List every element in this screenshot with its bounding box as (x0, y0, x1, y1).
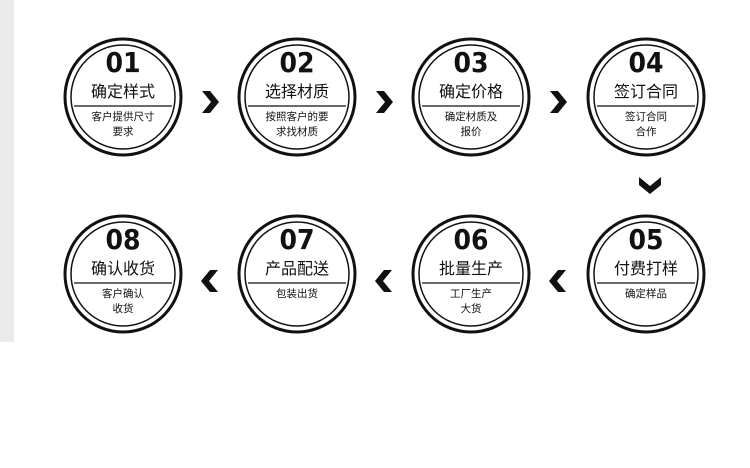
step-title: 确定价格 (438, 82, 503, 101)
step-description-line: 工厂生产 (450, 288, 492, 300)
step-description: 包装出货 (256, 287, 338, 302)
step-description: 确定样品 (605, 287, 687, 302)
step-title: 确认收货 (90, 259, 155, 278)
step-number: 06 (453, 223, 489, 256)
step-circle (586, 37, 706, 157)
step-description-line: 客户确认 (102, 288, 144, 300)
step-circle (586, 214, 706, 334)
side-strip (0, 0, 14, 342)
step-title: 产品配送 (264, 259, 329, 278)
step-description-line: 按照客户的要 (265, 111, 329, 123)
right-chevron-icon (199, 89, 221, 119)
step-number: 04 (628, 46, 664, 79)
step-number: 05 (628, 223, 664, 256)
step-03: 03 确定价格确定材质及报价 (410, 36, 532, 158)
step-number: 02 (279, 46, 315, 79)
left-chevron-icon (199, 268, 221, 298)
step-05: 05 付费打样确定样品 (585, 213, 707, 335)
step-description-line: 收货 (112, 303, 134, 315)
step-description: 客户确认收货 (82, 287, 164, 317)
step-description-line: 报价 (460, 126, 482, 138)
step-number: 08 (105, 223, 141, 256)
step-description: 按照客户的要求找材质 (256, 110, 338, 140)
right-chevron-icon (547, 89, 569, 119)
step-description-line: 客户提供尺寸 (91, 111, 155, 123)
down-chevron-icon (637, 174, 663, 200)
step-circle (63, 214, 183, 334)
step-08: 08 确认收货客户确认收货 (62, 213, 184, 335)
step-02: 02 选择材质按照客户的要求找材质 (236, 36, 358, 158)
step-06: 06 批量生产工厂生产大货 (410, 213, 532, 335)
step-circle (237, 214, 357, 334)
step-circle (411, 37, 531, 157)
step-circle (63, 37, 183, 157)
step-description-line: 要求 (112, 126, 134, 138)
step-number: 07 (279, 223, 315, 256)
step-number: 01 (105, 46, 141, 79)
step-description: 确定材质及报价 (430, 110, 512, 140)
step-title: 付费打样 (613, 259, 678, 278)
step-description-line: 签订合同 (625, 111, 667, 123)
step-title: 确定样式 (90, 82, 155, 101)
step-number: 03 (453, 46, 489, 79)
step-description-line: 包装出货 (276, 288, 318, 300)
step-description: 工厂生产大货 (430, 287, 512, 317)
left-chevron-icon (547, 268, 569, 298)
step-description: 签订合同合作 (605, 110, 687, 140)
right-chevron-icon (373, 89, 395, 119)
step-description-line: 确定样品 (625, 288, 667, 300)
step-title: 签订合同 (613, 82, 678, 101)
step-circle (411, 214, 531, 334)
step-title: 批量生产 (438, 259, 503, 278)
step-title: 选择材质 (264, 82, 329, 101)
step-01: 01 确定样式客户提供尺寸要求 (62, 36, 184, 158)
step-description-line: 求找材质 (276, 126, 318, 138)
step-description-line: 确定材质及 (444, 111, 498, 123)
step-circle (237, 37, 357, 157)
step-description: 客户提供尺寸要求 (82, 110, 164, 140)
step-description-line: 大货 (460, 303, 482, 315)
step-07: 07 产品配送包装出货 (236, 213, 358, 335)
step-description-line: 合作 (635, 126, 657, 138)
left-chevron-icon (373, 268, 395, 298)
